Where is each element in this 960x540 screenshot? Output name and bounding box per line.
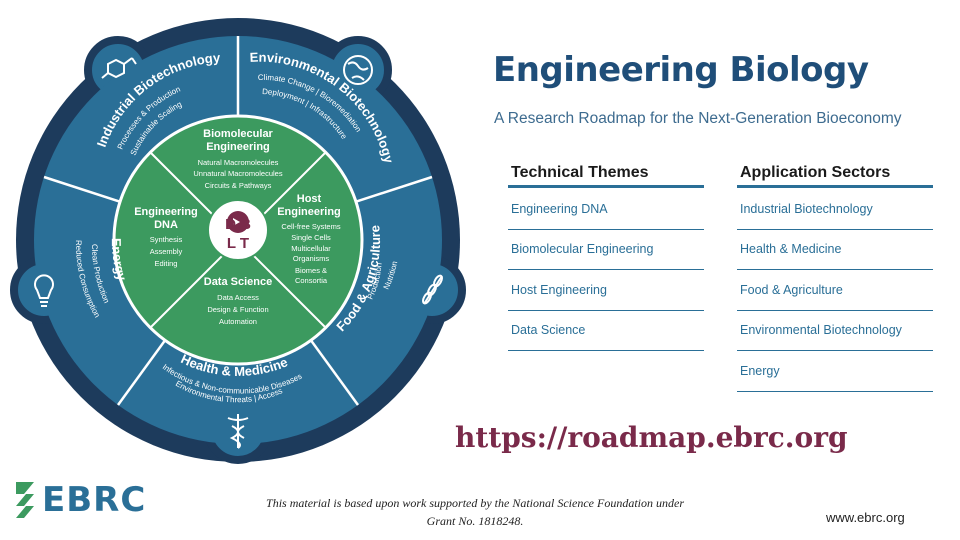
roadmap-wheel: Industrial Biotechnology Processes & Pro… — [10, 18, 466, 464]
divider — [737, 310, 933, 311]
host-item-1: Single Cells — [291, 233, 331, 242]
center-line2: L T — [227, 235, 249, 252]
page-title: Engineering Biology — [493, 50, 869, 90]
page-subtitle: A Research Roadmap for the Next-Generati… — [494, 110, 902, 127]
site-url[interactable]: www.ebrc.org — [826, 510, 905, 525]
dna-item-1: Assembly — [150, 247, 183, 256]
molecule-icon — [101, 57, 137, 79]
biomolecular-title1: Biomolecular — [203, 128, 273, 140]
globe-icon — [343, 55, 373, 85]
divider — [737, 229, 933, 230]
roadmap-link[interactable]: https://roadmap.ebrc.org — [455, 421, 848, 454]
funding-credit: This material is based upon work support… — [266, 496, 684, 528]
dna-item-2: Editing — [155, 259, 178, 268]
host-item-4: Biomes & — [295, 266, 327, 275]
theme-item-2: Host Engineering — [511, 283, 607, 297]
data-item-2: Automation — [219, 317, 257, 326]
divider — [508, 229, 704, 230]
dna-title2: DNA — [154, 219, 178, 231]
biomolecular-title2: Engineering — [206, 141, 270, 153]
theme-item-0: Engineering DNA — [511, 202, 608, 216]
dna-title1: Engineering — [134, 206, 198, 218]
ebrc-logo — [16, 482, 34, 518]
host-title2: Engineering — [277, 206, 341, 218]
dna-item-0: Synthesis — [150, 235, 183, 244]
divider — [508, 310, 704, 311]
divider — [737, 269, 933, 270]
host-item-2: Multicellular — [291, 244, 331, 253]
divider — [508, 269, 704, 270]
theme-item-1: Biomolecular Engineering — [511, 242, 654, 256]
biomolecular-item-2: Circuits & Pathways — [205, 181, 272, 190]
host-item-5: Consortia — [295, 276, 328, 285]
application-sectors-rule — [737, 185, 933, 188]
caduceus-icon — [227, 414, 249, 449]
divider — [508, 350, 704, 351]
sector-item-4: Energy — [740, 364, 780, 378]
sector-item-0: Industrial Biotechnology — [740, 202, 873, 216]
lightbulb-icon — [34, 274, 54, 307]
center-line1: D B — [225, 216, 251, 233]
data-item-0: Data Access — [217, 293, 259, 302]
ebrc-logo-text: EBRC — [42, 480, 147, 520]
data-title: Data Science — [204, 276, 272, 288]
application-sectors-heading: Application Sectors — [740, 164, 891, 181]
sector-item-2: Food & Agriculture — [740, 283, 843, 297]
cycle-arrow-icon — [233, 218, 240, 226]
sector-item-1: Health & Medicine — [740, 242, 842, 256]
host-item-3: Organisms — [293, 254, 330, 263]
technical-themes-rule — [508, 185, 704, 188]
theme-item-3: Data Science — [511, 323, 586, 337]
sector-item-3: Environmental Biotechnology — [740, 323, 902, 337]
data-item-1: Design & Function — [207, 305, 268, 314]
ebrc-logo-mark-icon — [16, 482, 34, 518]
wheat-icon — [422, 274, 443, 305]
biomolecular-item-0: Natural Macromolecules — [198, 158, 279, 167]
host-title1: Host — [297, 193, 322, 205]
host-item-0: Cell-free Systems — [281, 222, 340, 231]
divider — [737, 350, 933, 351]
divider — [737, 391, 933, 392]
technical-themes-heading: Technical Themes — [511, 164, 649, 181]
biomolecular-item-1: Unnatural Macromolecules — [193, 169, 282, 178]
